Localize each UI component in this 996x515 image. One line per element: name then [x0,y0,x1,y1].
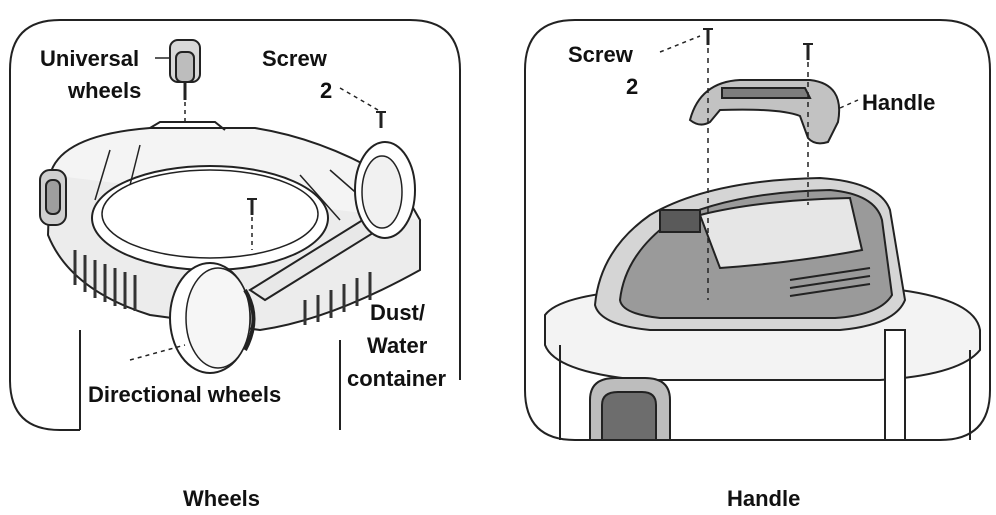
label-universal-1: Universal [40,46,139,71]
side-caster-drawing [39,169,67,226]
label-screw-right-2: 2 [626,74,638,99]
caption-handle: Handle [727,486,801,511]
label-dust-1: Dust/ [370,300,425,325]
label-universal-2: wheels [67,78,141,103]
caption-wheels: Wheels [183,486,261,511]
wheels-screws [129,57,386,361]
label-directional: Directional wheels [88,382,281,407]
label-screw-right-1: Screw [568,42,634,67]
label-screw-left-2: 2 [320,78,332,103]
rear-wheel-drawing [354,141,416,239]
dolly-base-drawing [46,121,422,332]
wheels-panel-frame [9,19,461,431]
handle-panel-frame [524,19,991,441]
motor-head-drawing [593,176,907,331]
label-dust-3: container [347,366,446,391]
wheels-panel: Universal wheels Screw 2 Dust/ Water con… [9,19,461,431]
directional-wheel-drawing [169,262,256,374]
universal-wheel-drawing [169,39,201,125]
handle-panel: Screw 2 Handle [524,19,991,441]
handle-part-drawing [688,79,841,145]
label-dust-2: Water [367,333,428,358]
label-screw-left-1: Screw [262,46,328,71]
handle-screws [659,28,859,300]
label-handle: Handle [862,90,935,115]
